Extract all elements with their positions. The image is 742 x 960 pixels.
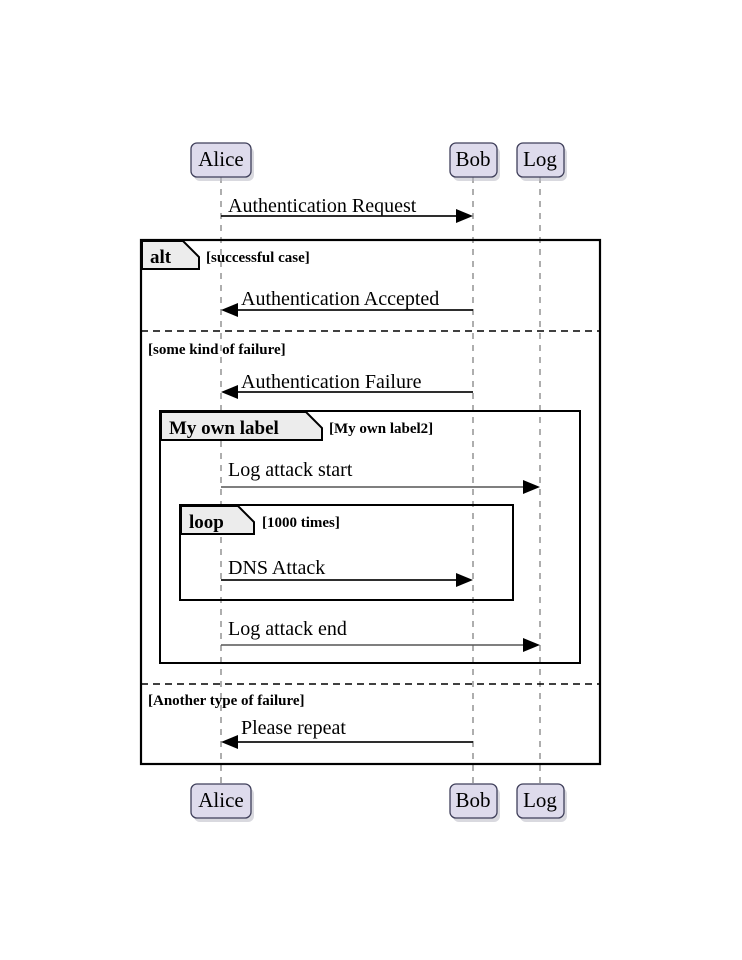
participant-bob-top-box xyxy=(449,142,498,178)
message-log-attack-start[interactable]: Log attack start xyxy=(221,459,540,494)
fragment-my-own-label-tag-label: My own label xyxy=(169,418,279,439)
message-label-4: Log attack start xyxy=(228,459,353,481)
participant-bob-top-label: Bob xyxy=(455,147,490,171)
fragment-alt-guard-label: [successful case] xyxy=(206,250,310,266)
message-please-repeat[interactable]: Please repeat xyxy=(221,717,473,749)
fragment-alt-tag-shape xyxy=(141,240,200,270)
fragment-loop-tag-label: loop xyxy=(189,512,224,533)
participant-log-bottom-label: Log xyxy=(523,788,557,812)
fragment-my-own-label[interactable]: My own label [My own label2] xyxy=(159,410,581,664)
fragment-alt-tag-label: alt xyxy=(150,247,172,268)
message-arrowhead-2 xyxy=(221,303,238,317)
participant-alice-bottom[interactable]: Alice xyxy=(190,783,254,822)
message-label-2: Authentication Accepted xyxy=(241,288,439,310)
message-log-attack-end[interactable]: Log attack end xyxy=(221,618,540,652)
participant-log-top[interactable]: Log xyxy=(516,142,567,181)
divider-guard-1: [some kind of failure] xyxy=(148,342,286,358)
message-label-7: Please repeat xyxy=(241,717,346,739)
participant-log-top-box xyxy=(516,142,565,178)
message-arrowhead-5 xyxy=(456,573,473,587)
message-arrowhead-6 xyxy=(523,638,540,652)
participant-bob-bottom-label: Bob xyxy=(455,788,490,812)
participant-log-top-label: Log xyxy=(523,147,557,171)
fragment-alt-border xyxy=(139,238,602,766)
participant-alice-bottom-box xyxy=(190,783,252,819)
divider-guard-2: [Another type of failure] xyxy=(148,693,305,709)
message-authentication-accepted[interactable]: Authentication Accepted xyxy=(221,288,473,317)
fragment-loop[interactable]: loop [1000 times] xyxy=(179,504,514,601)
message-authentication-failure[interactable]: Authentication Failure xyxy=(221,371,473,399)
participant-alice-top-box xyxy=(190,142,252,178)
message-arrowhead-4 xyxy=(523,480,540,494)
message-arrowhead-7 xyxy=(221,735,238,749)
lifelines-group xyxy=(220,177,541,784)
participant-log-bottom[interactable]: Log xyxy=(516,783,567,822)
message-label-6: Log attack end xyxy=(228,618,347,640)
message-arrowhead-3 xyxy=(221,385,238,399)
participant-bob-top[interactable]: Bob xyxy=(449,142,500,181)
message-authentication-request[interactable]: Authentication Request xyxy=(221,195,473,223)
participant-alice-top-label: Alice xyxy=(198,147,243,171)
participant-bob-bottom[interactable]: Bob xyxy=(449,783,500,822)
message-label-5: DNS Attack xyxy=(228,557,325,579)
message-label-1: Authentication Request xyxy=(228,195,417,217)
participant-log-bottom-box xyxy=(516,783,565,819)
message-label-3: Authentication Failure xyxy=(241,371,422,393)
fragment-loop-tag-shape xyxy=(180,505,255,535)
fragment-loop-guard-label: [1000 times] xyxy=(262,515,340,531)
fragment-divider-1: [some kind of failure] xyxy=(141,330,600,358)
participants-footer: Alice Bob Log xyxy=(190,783,567,822)
fragment-my-own-label-border xyxy=(159,410,581,664)
participant-alice-bottom-label: Alice xyxy=(198,788,243,812)
fragment-divider-2: [Another type of failure] xyxy=(141,683,600,709)
participants-header: Alice Bob Log xyxy=(190,142,567,181)
participant-alice-top[interactable]: Alice xyxy=(190,142,254,181)
fragment-my-own-label-tag-shape xyxy=(160,411,323,441)
fragment-alt[interactable]: alt [successful case] xyxy=(139,238,602,766)
participant-bob-bottom-box xyxy=(449,783,498,819)
fragment-my-own-label-guard-label: [My own label2] xyxy=(329,421,433,437)
message-dns-attack[interactable]: DNS Attack xyxy=(221,557,473,587)
fragment-loop-border xyxy=(179,504,514,601)
message-arrowhead-1 xyxy=(456,209,473,223)
